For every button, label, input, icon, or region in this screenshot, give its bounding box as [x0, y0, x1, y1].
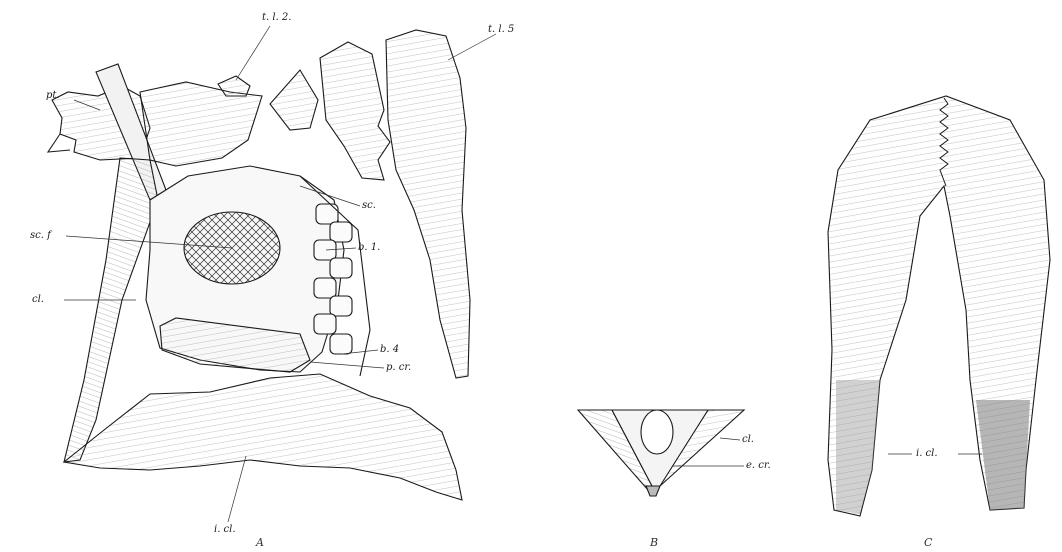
label-scf: sc. f	[30, 230, 51, 242]
caption-a: A	[256, 536, 264, 549]
caption-c: C	[924, 536, 932, 549]
c-left-arm-shade	[836, 380, 880, 514]
label-tl2: t. l. 2.	[262, 12, 291, 24]
label-cl-b: cl.	[742, 434, 754, 446]
label-pt: pt.	[46, 90, 60, 102]
figure-a	[48, 30, 470, 500]
caption-b: B	[650, 536, 658, 549]
b-episternal-foramen	[641, 410, 673, 454]
label-sc: sc.	[362, 200, 376, 212]
label-b4: b. 4	[380, 344, 399, 356]
label-ecr: e. cr.	[746, 460, 771, 472]
label-pcr: p. cr.	[386, 362, 411, 374]
interclavicle	[64, 374, 462, 500]
figure-c	[828, 96, 1050, 516]
label-tl5: t. l. 5	[488, 24, 514, 36]
label-b1: b. 1.	[358, 242, 380, 254]
tl5-bone	[386, 30, 470, 378]
tl3-fragment	[270, 70, 318, 130]
figure-b	[578, 410, 744, 496]
label-cl: cl.	[32, 294, 44, 306]
c-right-arm-shade	[976, 400, 1030, 510]
label-icl-c: i. cl.	[916, 448, 938, 460]
tl4-bone	[320, 42, 390, 180]
label-icl-a: i. cl.	[214, 524, 236, 536]
